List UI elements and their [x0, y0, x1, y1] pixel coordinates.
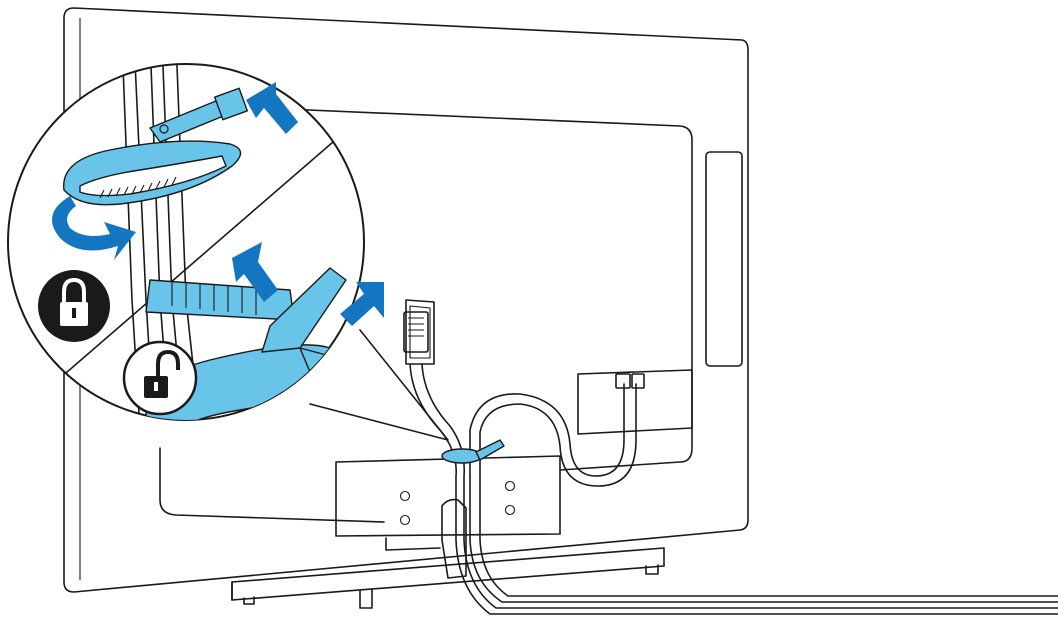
callout-pointer: [309, 329, 449, 441]
tv-stand: [231, 498, 665, 609]
padlock-closed-icon: [38, 270, 110, 342]
cable-bundle: [403, 311, 1058, 615]
zoom-detail: [7, 63, 384, 421]
arrow-icon: [232, 242, 278, 302]
arrow-icon: [340, 282, 384, 326]
curved-arrow-icon: [52, 196, 136, 260]
arrow-icon: [246, 82, 298, 134]
cable-tie-small: [441, 439, 505, 464]
padlock-open-icon: [122, 340, 198, 416]
